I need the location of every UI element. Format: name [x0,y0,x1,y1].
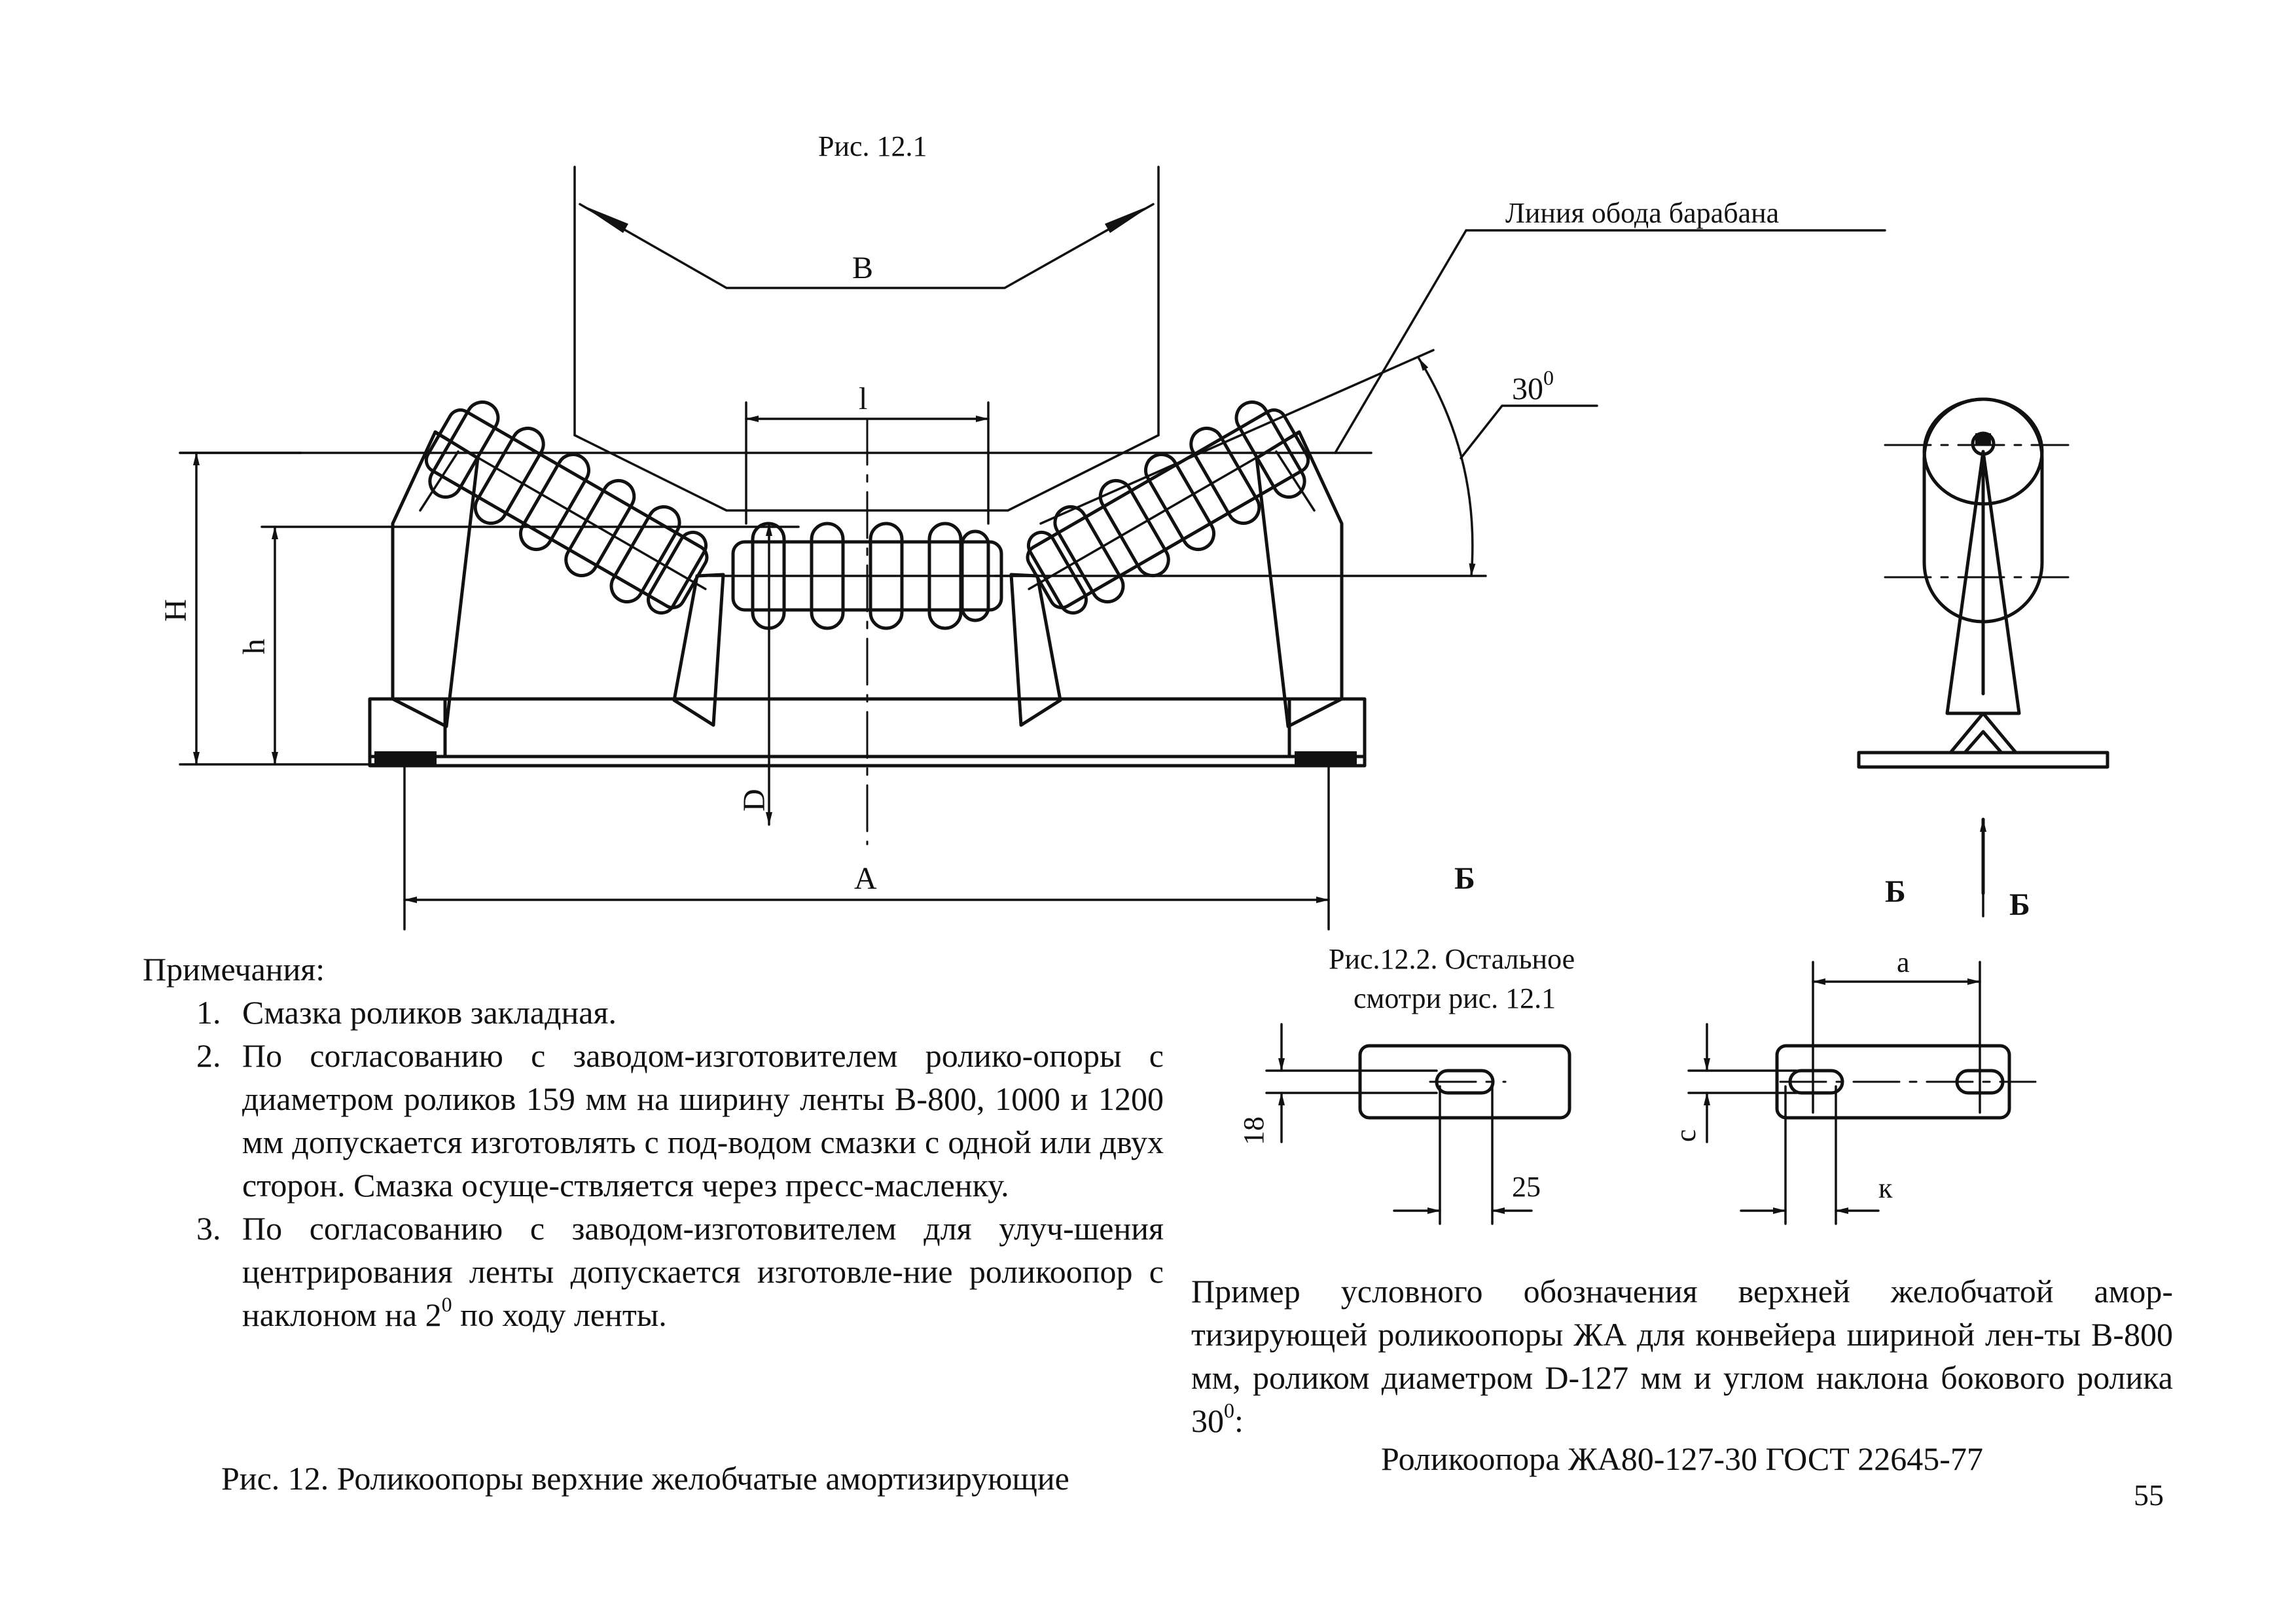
note-item: 3.По согласованию с заводом-изготовителе… [196,1210,1164,1333]
dimension-H-h: H h [158,452,800,766]
fig-12-2-caption-2: смотри рис. 12.1 [1354,982,1556,1014]
figure-caption: Рис. 12. Роликоопоры верхние желобчатые … [221,1460,1069,1497]
dim-k-label: к [1878,1172,1893,1204]
dim-H-label: H [158,599,193,622]
dim-25-label: 25 [1512,1171,1541,1203]
rim-line-label: Линия обода барабана [1505,197,1779,229]
dim-A-label: A [854,861,877,896]
dim-D-label: D [737,789,772,812]
dimension-B: B [573,166,1160,437]
angle-dimension: 300 [994,349,1598,577]
belt-trough [573,434,1160,512]
note-item: 2.По согласованию с заводом-изготовителе… [196,1037,1164,1204]
note-item: 1.Смазка роликов закладная. [196,994,617,1031]
fig-12-2: Рис.12.2. Остальное смотри рис. 12.1 18 … [1238,943,2037,1225]
notes-block: Примечания: 1.Смазка роликов закладная. … [143,948,1164,1336]
center-roller [709,522,1032,630]
dim-c-label: c [1670,1129,1702,1142]
dimension-D: D [737,522,772,826]
arrow-B-label: Б [2009,887,2030,922]
dim-angle-label: 300 [1512,366,1554,406]
dim-l-label: l [859,382,867,416]
dim-a-label: a [1897,946,1910,978]
page-number: 55 [2134,1478,2164,1512]
view-B-label-left: Б [1454,861,1475,896]
right-inclined-roller [1026,401,1310,615]
plate-two-slots: a c к [1670,946,2037,1225]
view-B-label-side: Б [1885,874,1906,909]
left-inclined-roller [424,401,709,615]
fig-12-1-caption: Рис. 12.1 [818,130,927,162]
dim-B-label: B [852,251,873,285]
dim-h-label: h [237,639,272,654]
fig-12-2-caption-1: Рис.12.2. Остальное [1329,943,1575,975]
dimension-A: A [403,764,1330,931]
plate-single-slot: 18 25 [1238,1023,1571,1225]
left-bracket [391,430,480,728]
designation-code: Роликоопора ЖА80-127-30 ГОСТ 22645-77 [1381,1440,1983,1477]
side-view: Б Б [1857,397,2109,922]
dim-18-label: 18 [1238,1116,1270,1145]
designation-example: Пример условного обозначения верхней жел… [1191,1273,2173,1439]
notes-list: 1.Смазка роликов закладная. 2.По согласо… [143,991,1164,1336]
right-bracket [1255,430,1344,728]
front-view: Рис. 12.1 B l Лини [158,130,1886,931]
notes-title: Примечания: [143,951,325,988]
rim-line: Линия обода барабана [179,197,1886,454]
